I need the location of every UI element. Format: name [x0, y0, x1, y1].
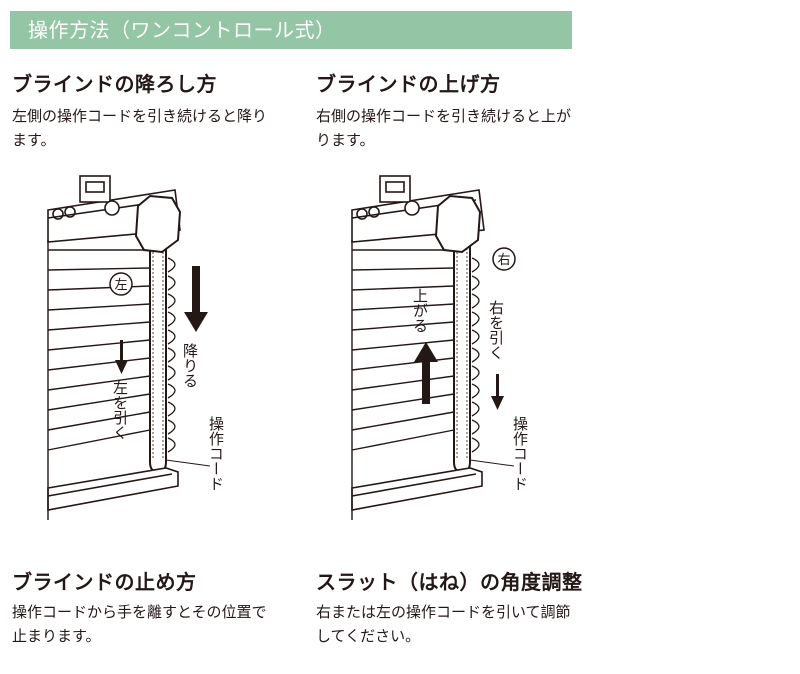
side-badge-left: 左 [114, 278, 127, 293]
text-raise: 右側の操作コードを引き続けると上がります。 [316, 107, 572, 149]
text-lower: 左側の操作コードを引き続けると降ります。 [12, 107, 268, 149]
side-badge-right: 右 [497, 253, 510, 268]
pull-label-left: 左を引く [111, 380, 129, 440]
heading-raise: ブラインドの上げ方 [316, 72, 501, 96]
pull-label-right: 右を引く [487, 300, 505, 360]
text-stop: 操作コードから手を離すとその位置で止まります。 [12, 603, 267, 645]
cord-label-left: 操作コード [207, 416, 225, 491]
cord-label-right: 操作コード [511, 416, 529, 491]
heading-lower: ブラインドの降ろし方 [12, 72, 217, 96]
text-angle: 右または左の操作コードを引いて調節してください。 [316, 603, 571, 645]
section-banner: 操作方法（ワンコントロール式） [10, 11, 572, 49]
heading-stop: ブラインドの止め方 [12, 570, 197, 594]
direction-label-raise: 上がる [411, 288, 429, 333]
direction-label-lower: 降りる [181, 343, 199, 388]
heading-angle: スラット（はね）の角度調整 [316, 570, 583, 594]
blind-lower-illustration: 左 降りる 左を引く 操作コード [47, 175, 225, 520]
blind-raise-illustration: 右 上がる 右を引く 操作コード [351, 175, 529, 520]
